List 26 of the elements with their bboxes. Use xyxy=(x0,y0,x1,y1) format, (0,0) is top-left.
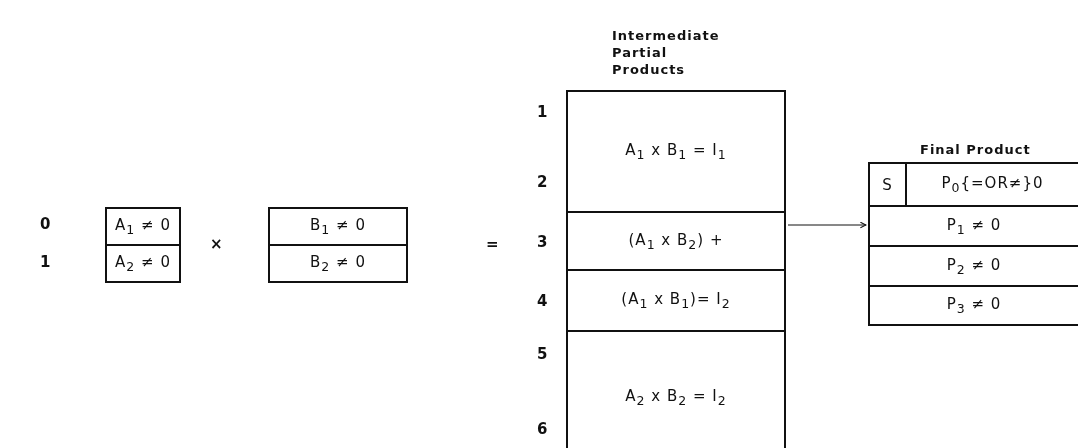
table-cell: (A$_{1}$ x B$_{1}$)= I$_{2}$ xyxy=(568,270,784,331)
row-number: 3 xyxy=(537,233,548,251)
table-cell: P$_{1}$ ≠ 0 xyxy=(870,206,1078,246)
row-number: 6 xyxy=(537,420,548,438)
table-cell: A$_{2}$ ≠ 0 xyxy=(105,245,181,283)
table-cell: P$_{2}$ ≠ 0 xyxy=(870,246,1078,286)
table-cell: A$_{1}$ ≠ 0 xyxy=(105,207,181,245)
table-cell: (A$_{1}$ x B$_{2}$) + xyxy=(568,212,784,270)
table-cell: A$_{2}$ x B$_{2}$ = I$_{2}$ xyxy=(568,331,784,448)
row-number: 1 xyxy=(40,253,51,271)
table-cell: P$_{0}${=OR≠}0 xyxy=(906,164,1078,206)
row-number: 0 xyxy=(40,215,51,233)
table-cell: P$_{3}$ ≠ 0 xyxy=(870,286,1078,324)
row-number: 4 xyxy=(537,292,548,310)
table-cell: S xyxy=(870,164,906,206)
row-number: 2 xyxy=(537,173,548,191)
row-number: 1 xyxy=(537,103,548,121)
table-cell: B$_{1}$ ≠ 0 xyxy=(268,207,408,245)
table-cell: B$_{2}$ ≠ 0 xyxy=(268,245,408,283)
table-heading: Intermediate Partial Products xyxy=(612,27,721,78)
row-number: 5 xyxy=(537,345,548,363)
arrow xyxy=(787,221,867,229)
table-heading: Final Product xyxy=(920,141,1031,158)
table-cell: A$_{1}$ x B$_{1}$ = I$_{1}$ xyxy=(568,92,784,212)
multiply-sign: × xyxy=(210,235,223,253)
equals-sign: = xyxy=(486,235,499,253)
